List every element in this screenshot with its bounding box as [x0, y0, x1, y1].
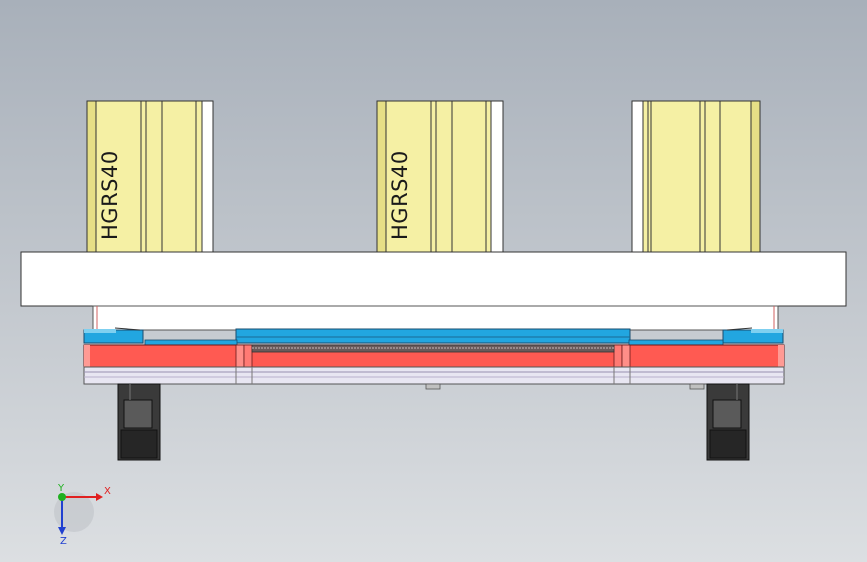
y-axis-dot — [58, 493, 66, 501]
blue-rail-center[interactable] — [235, 328, 631, 344]
block-label-center: HGRS40 — [388, 150, 412, 240]
blue-clamp-right[interactable] — [722, 327, 784, 344]
block-label-left: HGRS40 — [98, 150, 122, 240]
x-axis-label: X — [104, 486, 111, 497]
z-axis-label: Z — [60, 536, 67, 547]
caster-right[interactable] — [706, 383, 750, 461]
y-axis-label: Y — [57, 483, 65, 494]
blue-clamp-left[interactable] — [83, 327, 144, 344]
bottom-rail — [83, 366, 785, 390]
caster-left[interactable] — [117, 383, 161, 461]
bearing-block-center[interactable]: HGRS40 — [376, 100, 504, 254]
body-frame — [92, 305, 779, 331]
bearing-block-left[interactable]: HGRS40 — [86, 100, 214, 254]
top-plate[interactable] — [20, 251, 847, 307]
bearing-block-right[interactable] — [631, 100, 761, 254]
red-base[interactable] — [83, 344, 785, 368]
orientation-triad: X Y Z — [54, 483, 111, 547]
